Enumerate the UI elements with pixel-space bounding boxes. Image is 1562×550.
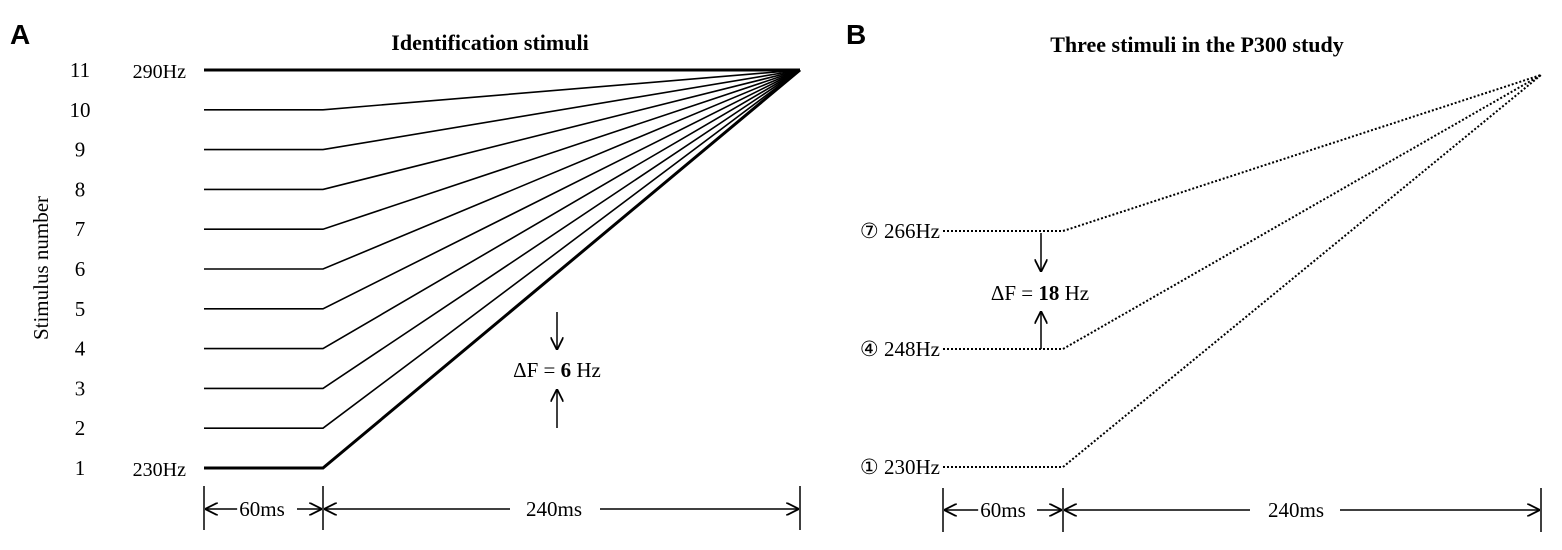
stimulus-number-6: 6	[75, 257, 86, 281]
stimulus-contour-3	[204, 69, 801, 390]
panel-b: B Three stimuli in the P300 study ⑦ 266H…	[846, 19, 1542, 532]
panel-b-title: Three stimuli in the P300 study	[1050, 32, 1344, 57]
stimulus-number-10: 10	[70, 98, 91, 122]
stimulus-number-11: 11	[70, 58, 90, 82]
stimulus-number-2: 2	[75, 416, 86, 440]
time-scale-b: 60ms 240ms	[942, 488, 1542, 532]
p300-contour-248Hz	[943, 74, 1542, 350]
panel-a-title: Identification stimuli	[391, 30, 588, 55]
p300-stimulus-label: ④ 248Hz	[860, 337, 940, 361]
glide-duration-label-b: 240ms	[1268, 498, 1324, 522]
identification-contours	[204, 68, 801, 470]
stimulus-contour-7	[204, 69, 801, 230]
stimulus-contour-1	[204, 68, 801, 470]
stimulus-contour-6	[204, 69, 801, 270]
steady-duration-label-a: 60ms	[239, 497, 285, 521]
glide-duration-label-a: 240ms	[526, 497, 582, 521]
stimulus-contour-9	[204, 69, 801, 151]
stimulus-number-1: 1	[75, 456, 86, 480]
p300-contour-266Hz	[943, 74, 1542, 232]
p300-contours: ⑦ 266Hz ④ 248Hz ① 230Hz	[860, 74, 1542, 479]
stimulus-number-labels: 1 2 3 4 5 6 7 8 9 10 11	[70, 58, 91, 480]
stimulus-contour-10	[204, 69, 801, 111]
stimulus-number-3: 3	[75, 376, 86, 400]
stimulus-contour-2	[204, 69, 801, 429]
stimulus-number-7: 7	[75, 217, 86, 241]
delta-f-annotation-b: ΔF = 18 Hz	[991, 233, 1089, 349]
panel-b-letter: B	[846, 19, 866, 50]
top-frequency-label: 290Hz	[133, 61, 186, 83]
p300-stimulus-label: ⑦ 266Hz	[860, 219, 940, 243]
time-scale-a: 60ms 240ms	[203, 486, 801, 530]
stimulus-contour-5	[204, 69, 801, 310]
delta-f-label-b: ΔF = 18 Hz	[991, 281, 1089, 305]
stimulus-number-8: 8	[75, 177, 86, 201]
bottom-frequency-label: 230Hz	[133, 459, 186, 481]
stimulus-contour-8	[204, 69, 801, 191]
stimulus-number-9: 9	[75, 138, 86, 162]
stimulus-contour-4	[204, 69, 801, 350]
y-axis-label: Stimulus number	[29, 196, 53, 340]
stimulus-number-4: 4	[75, 337, 86, 361]
p300-contour-230Hz	[943, 74, 1542, 468]
delta-f-annotation-a: ΔF = 6 Hz	[513, 312, 601, 428]
panel-a-letter: A	[10, 19, 30, 50]
steady-duration-label-b: 60ms	[980, 498, 1026, 522]
delta-f-label-a: ΔF = 6 Hz	[513, 358, 601, 382]
p300-stimulus-label: ① 230Hz	[860, 455, 940, 479]
panel-a: A Identification stimuli Stimulus number…	[10, 19, 801, 530]
stimulus-number-5: 5	[75, 297, 86, 321]
